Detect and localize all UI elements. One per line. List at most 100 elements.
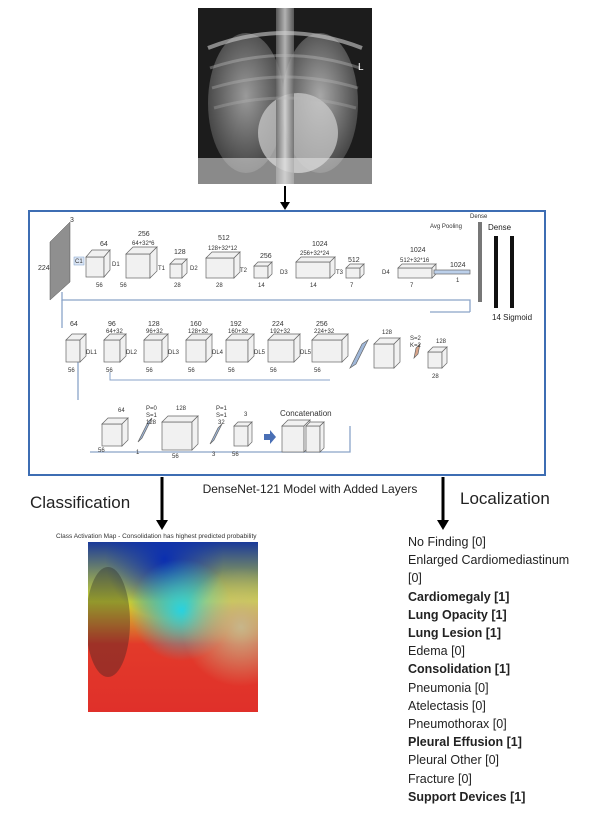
dl-label: DL3 [168,350,180,356]
spatial-14b: 14 [310,283,317,289]
dl-channels: 192 [230,321,242,328]
dim-d-sub: 128+32*12 [208,246,238,252]
finding-item: Support Devices [1] [408,789,526,804]
tail-k2: K=2 [410,343,422,349]
dim-b-sub: 64+32*6 [132,241,155,247]
t3-label: T3 [336,270,344,276]
dim-b: 256 [138,231,150,238]
concat-p0: P=0 [146,406,158,412]
finding-item: Pneumonia [0] [408,680,489,695]
classification-label: Classification [30,493,131,512]
finding-item: Pleural Effusion [1] [408,735,522,750]
dl-label: DL1 [86,350,98,356]
dl-spatial: 56 [68,368,75,374]
spatial-56a: 56 [96,283,103,289]
d4-label: D4 [382,270,390,276]
spatial-7a: 7 [350,283,354,289]
d3-label: D3 [280,270,288,276]
finding-item: Cardiomegaly [1] [408,589,510,604]
chest-xray-image: L [198,8,372,184]
dl-spatial: 56 [188,368,195,374]
concatenation-label: Concatenation [280,409,332,418]
densenet-diagram: 224 3 C1 D1 T1 D2 T2 D3 T3 D4 6 [38,214,532,460]
cam-title: Class Activation Map - Consolidation has… [56,533,257,540]
dim-h: 1024 [410,247,426,254]
dim-c: 128 [174,249,186,256]
concat-b56a: 56 [98,448,105,454]
dl-cube [143,333,169,363]
concat-32: 32 [218,420,225,426]
spatial-56b: 56 [120,283,127,289]
dense-label: Dense [488,223,512,232]
concat-p1: P=1 [216,406,228,412]
finding-item: Pneumothorax [0] [408,717,507,732]
finding-item: Lung Lesion [1] [408,626,502,641]
concat-s1: S=1 [146,413,158,419]
finding-item: Consolidation [1] [408,662,511,677]
model-caption: DenseNet-121 Model with Added Layers [202,482,418,496]
dim-e: 256 [260,253,272,260]
dl-cube [103,333,127,363]
dim-g: 512 [348,257,360,264]
dl-channels-sub: 64+32 [106,329,124,335]
top-row-block-labels: C1 D1 T1 D2 T2 D3 T3 D4 [73,256,390,276]
top-row-spatial-dims: 56 56 28 28 14 14 7 7 1 [96,278,460,289]
dl-channels: 256 [316,321,328,328]
arrow-to-localization [437,477,449,530]
localization-label: Localization [460,489,550,508]
dim-i: 1024 [450,262,466,269]
d2-label: D2 [190,266,198,272]
input-channels: 3 [70,217,74,224]
top-row-dims: 64 256 64+32*6 128 512 128+32*12 256 102… [100,231,466,269]
tail-128a: 128 [382,330,393,336]
dl-label: DL5 [254,350,266,356]
dense-layer-row: 6456DL19664+3256DL212896+3256DL3160128+3… [65,321,349,381]
finding-item: Lung Opacity [1] [408,607,507,622]
dim-d: 512 [218,235,230,242]
dl-spatial: 56 [106,368,113,374]
dl-cube [311,333,349,363]
transition-tail [349,337,448,370]
dl-channels: 160 [190,321,202,328]
dl-cube [267,333,301,363]
dl-channels: 224 [272,321,284,328]
finding-item: Edema [0] [408,644,465,659]
finding-item: Enlarged Cardiomediastinum [408,553,570,568]
class-activation-map [88,542,258,712]
dl-spatial: 56 [314,368,321,374]
finding-item: Fracture [0] [408,771,472,786]
dl-label: DL5 [300,350,312,356]
c1-label: C1 [75,259,83,265]
spatial-7b: 7 [410,283,414,289]
dl-cube [65,333,87,363]
xray-side-marker: L [358,62,364,73]
dl-channels: 96 [108,321,116,328]
spatial-1: 1 [456,278,460,284]
spatial-28a: 28 [174,283,181,289]
dense-small-label: Dense [470,214,488,220]
top-row-blocks [85,246,471,279]
dim-h-sub: 512+32*16 [400,258,430,264]
dl-channels: 64 [70,321,78,328]
dl-channels-sub: 160+32 [228,329,249,335]
avg-pooling-label: Avg Pooling [430,224,462,230]
input-size: 224 [38,265,50,272]
d1-label: D1 [112,262,120,268]
dl-label: DL2 [126,350,138,356]
finding-item: No Finding [0] [408,535,486,549]
dl-spatial: 56 [228,368,235,374]
dl-cube [185,333,213,363]
findings-list: No Finding [0] Enlarged Cardiomediastinum… [408,533,569,806]
concat-b1: 1 [136,450,140,456]
dense-bar-1 [478,222,482,302]
dl-channels: 128 [148,321,160,328]
dl-channels-sub: 128+32 [188,329,209,335]
dim-f-sub: 256+32*24 [300,251,330,257]
dense-bar-2 [494,236,498,308]
dl-spatial: 56 [270,368,277,374]
dl-label: DL4 [212,350,224,356]
arrow-xray-to-model [280,186,290,210]
model-diagram-box: 224 3 C1 D1 T1 D2 T2 D3 T3 D4 6 [28,210,546,476]
dl-cube [225,333,255,363]
dim-a: 64 [100,241,108,248]
